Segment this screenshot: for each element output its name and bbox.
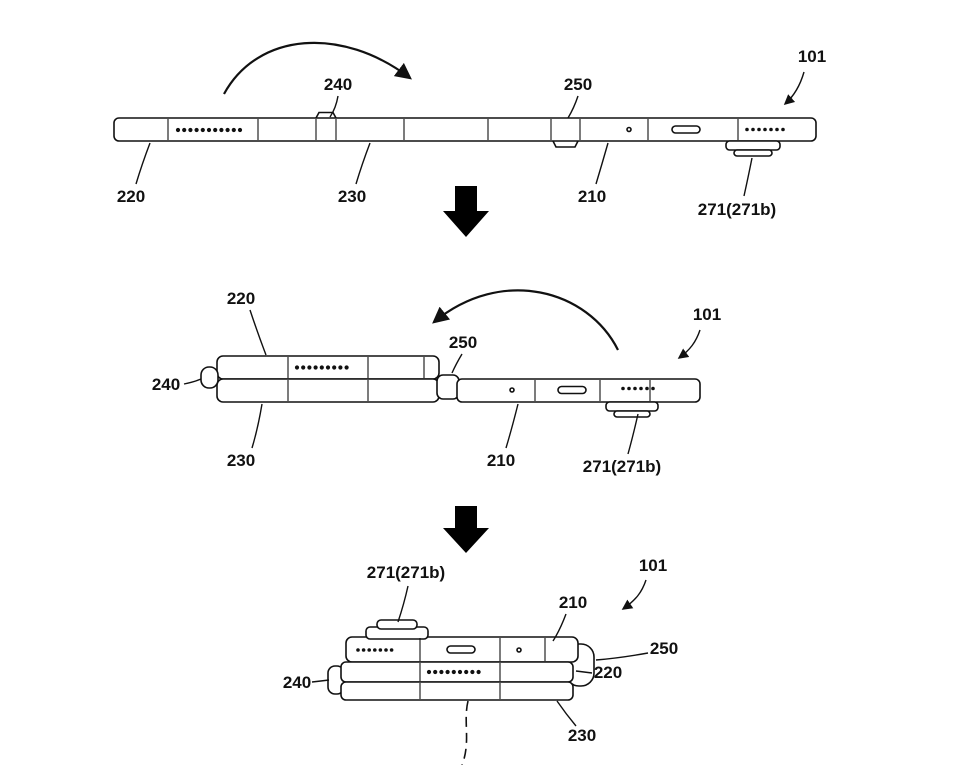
hinge-250 [552, 140, 579, 148]
stage3-label-271: 271(271b) [366, 563, 446, 582]
down-arrow-icon [443, 506, 489, 553]
fold-direction-arrow-icon [432, 289, 619, 351]
stage1-label-250: 250 [563, 75, 593, 94]
device-folded [327, 619, 595, 765]
stage1-label-230: 230 [337, 187, 367, 206]
segment-lines [167, 119, 739, 140]
side-button [671, 125, 701, 134]
mic-hole [509, 387, 515, 393]
stage2-label-240: 240 [151, 375, 181, 394]
camera-bump [605, 401, 659, 418]
stage1-label-210: 210 [577, 187, 607, 206]
pointer-101 [783, 71, 805, 106]
stage1-label-220: 220 [116, 187, 146, 206]
stage1-label-271: 271(271b) [697, 200, 777, 219]
stage3-label-220: 220 [593, 663, 623, 682]
stage1-label-101: 101 [797, 47, 827, 66]
stage2-label-101: 101 [692, 305, 722, 324]
leader-lines-stage3 [311, 579, 649, 727]
camera-bump [725, 140, 781, 157]
stage3-label-240: 240 [282, 673, 312, 692]
stage3-label-101: 101 [638, 556, 668, 575]
leader-lines-stage2 [183, 309, 701, 455]
down-arrow-icon [443, 186, 489, 237]
mic-hole [626, 126, 632, 133]
stage2-label-250: 250 [448, 333, 478, 352]
fold-direction-arrow-icon [223, 41, 412, 95]
side-button [446, 645, 476, 654]
stage2-label-220: 220 [226, 289, 256, 308]
hinge-250 [436, 374, 460, 400]
mic-hole [516, 647, 522, 653]
stage3-label-250: 250 [649, 639, 679, 658]
device-half-folded [200, 355, 701, 418]
camera-bump [365, 619, 429, 640]
segment-lines [419, 638, 546, 699]
stage2-label-230: 230 [226, 451, 256, 470]
stage2-label-210: 210 [486, 451, 516, 470]
hinge-240 [200, 366, 219, 389]
leader-lines-stage1 [135, 71, 805, 197]
segment-lines [287, 357, 651, 401]
stage3-label-230: 230 [567, 726, 597, 745]
stage2-label-271: 271(271b) [582, 457, 662, 476]
stage3-label-210: 210 [558, 593, 588, 612]
fold-axis-dashed-line [461, 700, 469, 765]
stage1-label-240: 240 [323, 75, 353, 94]
side-button [557, 385, 587, 395]
pointer-101 [677, 329, 701, 359]
hinge-240 [315, 111, 337, 119]
pointer-101 [621, 579, 647, 610]
device-unfolded [113, 111, 817, 157]
